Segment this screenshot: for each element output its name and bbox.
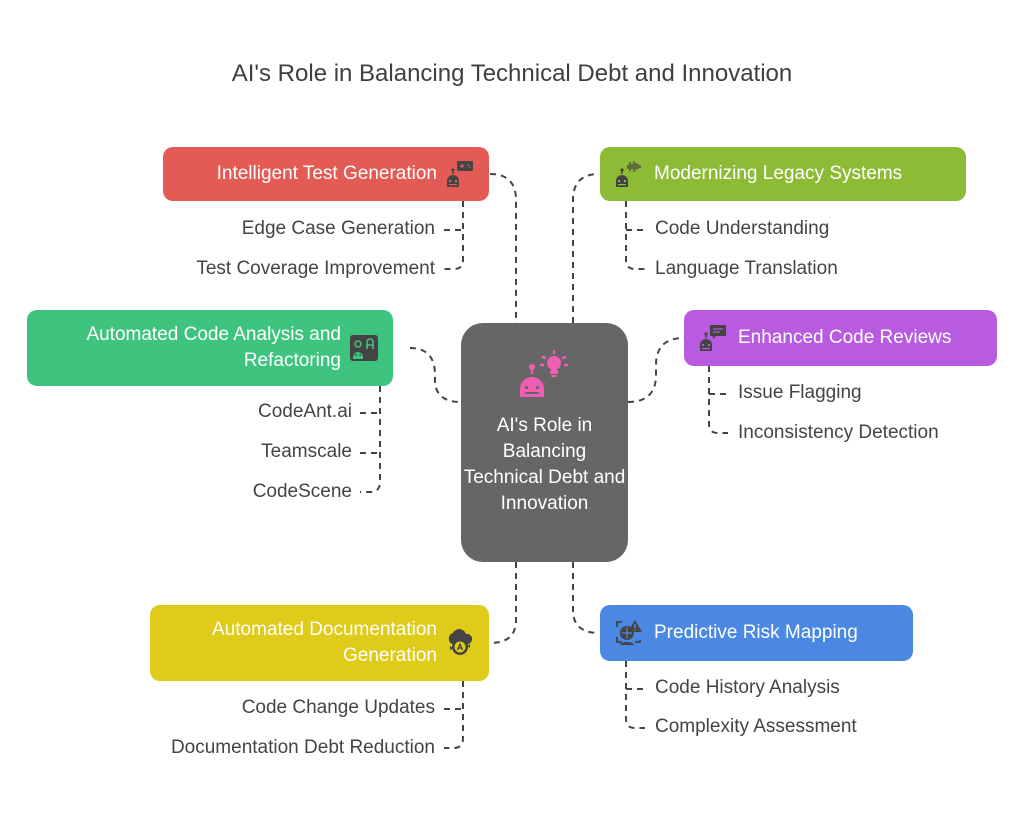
leaf-codeant-ai: CodeAnt.ai (257, 401, 352, 422)
connector-analysis-leaves (360, 386, 381, 493)
leaf-test-coverage-improvement: Test Coverage Improvement (196, 258, 435, 279)
robot-soundwave-icon (614, 159, 644, 189)
leaf-inconsistency-detection: Inconsistency Detection (738, 422, 939, 443)
leaf-teamscale: Teamscale (261, 441, 352, 462)
branch-automated-code-analysis[interactable]: Automated Code Analysis and Refactoring (27, 310, 393, 386)
robot-lightbulb-icon (514, 349, 570, 399)
branch-label: Intelligent Test Generation (216, 163, 437, 184)
connector-legacy-leaves (625, 201, 645, 270)
branch-intelligent-test-generation[interactable]: Intelligent Test Generation (163, 147, 489, 201)
connector-center-analysis (409, 347, 462, 403)
leaf-issue-flagging: Issue Flagging (738, 382, 862, 403)
leaf-edge-case-generation: Edge Case Generation (241, 218, 435, 239)
robot-chat-icon (698, 323, 728, 353)
cloud-sync-icon (445, 628, 475, 658)
branch-automated-documentation[interactable]: Automated Documentation Generation (150, 605, 489, 681)
connector-center-legacy (572, 173, 600, 323)
connector-center-test (489, 173, 517, 323)
branch-label: Enhanced Code Reviews (738, 327, 952, 348)
leaf-codescene: CodeScene (252, 481, 352, 502)
robot-gamepad-icon (445, 159, 475, 189)
leaf-code-change-updates: Code Change Updates (241, 697, 435, 718)
leaf-code-understanding: Code Understanding (655, 218, 830, 239)
connector-risk-leaves (625, 661, 645, 729)
branch-label: Automated Code Analysis and Refactoring (86, 324, 341, 371)
branch-modernizing-legacy-systems[interactable]: Modernizing Legacy Systems (600, 147, 966, 201)
connector-test-leaves (444, 201, 464, 270)
center-label: AI's Role in Balancing Technical Debt an… (463, 415, 626, 514)
risk-scan-icon (614, 618, 644, 648)
branch-label: Modernizing Legacy Systems (654, 163, 903, 184)
leaf-complexity-assessment: Complexity Assessment (655, 716, 857, 737)
connector-center-reviews (627, 337, 685, 403)
connector-docs-leaves (444, 681, 464, 749)
branch-label: Predictive Risk Mapping (654, 622, 858, 643)
connector-center-risk (572, 562, 600, 634)
branch-enhanced-code-reviews[interactable]: Enhanced Code Reviews (684, 310, 997, 366)
leaf-code-history-analysis: Code History Analysis (655, 677, 840, 698)
branch-label: Automated Documentation Generation (212, 619, 437, 666)
diagram-title: AI's Role in Balancing Technical Debt an… (231, 60, 793, 87)
branch-predictive-risk-mapping[interactable]: Predictive Risk Mapping (600, 605, 913, 661)
connector-reviews-leaves (708, 366, 728, 434)
leaf-language-translation: Language Translation (655, 258, 838, 279)
robot-person-icon (349, 333, 379, 363)
connector-center-docs (489, 562, 517, 644)
center-topic-node[interactable]: AI's Role in Balancing Technical Debt an… (461, 323, 628, 562)
leaf-documentation-debt-reduction: Documentation Debt Reduction (170, 737, 435, 758)
